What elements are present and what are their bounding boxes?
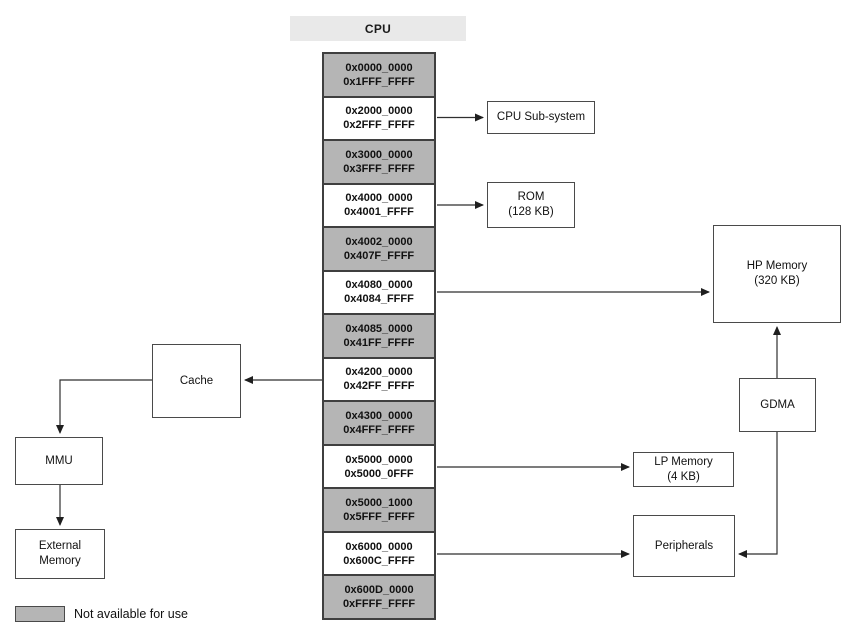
address-end: 0x42FF_FFFF: [343, 380, 415, 393]
connector-gdma-peripherals: [738, 432, 778, 558]
legend-label: Not available for use: [74, 607, 188, 621]
hp-memory-box: HP Memory (320 KB): [713, 225, 841, 323]
gdma-box: GDMA: [739, 378, 816, 432]
cpu-header: CPU: [290, 16, 466, 41]
address-end: 0x3FFF_FFFF: [343, 162, 415, 175]
cpu-header-label: CPU: [364, 21, 392, 36]
address-end: 0x2FFF_FFFF: [343, 119, 415, 132]
address-start: 0x2000_0000: [345, 105, 413, 118]
peripherals-box: Peripherals: [633, 515, 735, 577]
address-start: 0x4000_0000: [345, 192, 413, 205]
address-start: 0x600D_0000: [344, 584, 414, 597]
address-start: 0x0000_0000: [345, 61, 413, 74]
external-memory-label-line2: Memory: [39, 555, 81, 567]
memory-range-row: 0x6000_0000 0x600C_FFFF: [324, 530, 434, 575]
legend: Not available for use: [15, 605, 188, 623]
address-end: 0xFFFF_FFFF: [342, 598, 416, 611]
memory-range-row: 0x3000_0000 0x3FFF_FFFF: [324, 139, 434, 183]
address-start: 0x5000_0000: [345, 453, 413, 466]
memory-range-row: 0x5000_1000 0x5FFF_FFFF: [324, 487, 434, 531]
address-end: 0x5FFF_FFFF: [343, 511, 415, 524]
address-start: 0x4300_0000: [345, 410, 413, 423]
memory-range-row: 0x600D_0000 0xFFFF_FFFF: [324, 574, 434, 618]
mmu-label: MMU: [45, 454, 73, 467]
memory-range-row: 0x0000_0000 0x1FFF_FFFF: [324, 54, 434, 96]
address-end: 0x1FFF_FFFF: [343, 75, 415, 88]
address-start: 0x5000_1000: [345, 497, 413, 510]
mmu-box: MMU: [15, 437, 103, 485]
address-end: 0x407F_FFFF: [343, 249, 415, 262]
address-end: 0x4084_FFFF: [344, 293, 414, 306]
external-memory-box: External Memory: [15, 529, 105, 579]
legend-unavailable-swatch: [15, 606, 65, 622]
address-end: 0x4001_FFFF: [344, 206, 414, 219]
rom-size: (128 KB): [508, 206, 554, 218]
connector-cache-mmu: [56, 379, 152, 434]
address-start: 0x4080_0000: [345, 279, 413, 292]
memory-range-row: 0x2000_0000 0x2FFF_FFFF: [324, 95, 434, 140]
memory-range-row: 0x5000_0000 0x5000_0FFF: [324, 443, 434, 488]
memory-range-row: 0x4085_0000 0x41FF_FFFF: [324, 313, 434, 357]
address-end: 0x41FF_FFFF: [343, 336, 415, 349]
rom-label: ROM: [517, 191, 545, 203]
hp-memory-size: (320 KB): [754, 275, 800, 287]
memory-range-row: 0x4080_0000 0x4084_FFFF: [324, 269, 434, 314]
memory-range-row: 0x4200_0000 0x42FF_FFFF: [324, 356, 434, 401]
peripherals-label: Peripherals: [654, 539, 714, 552]
address-start: 0x4200_0000: [345, 366, 413, 379]
cpu-subsystem-label: CPU Sub-system: [496, 111, 586, 123]
lp-memory-label: LP Memory: [654, 455, 713, 468]
memory-range-row: 0x4002_0000 0x407F_FFFF: [324, 226, 434, 270]
memory-range-row: 0x4300_0000 0x4FFF_FFFF: [324, 400, 434, 444]
address-end: 0x600C_FFFF: [343, 554, 415, 567]
lp-memory-box: LP Memory (4 KB): [633, 452, 734, 487]
cpu-subsystem-box: CPU Sub-system: [487, 101, 595, 134]
hp-memory-label: HP Memory: [746, 260, 808, 272]
address-end: 0x4FFF_FFFF: [343, 424, 415, 437]
gdma-label: GDMA: [760, 398, 795, 411]
address-start: 0x6000_0000: [345, 540, 413, 553]
lp-memory-size: (4 KB): [667, 470, 700, 483]
address-start: 0x4002_0000: [345, 235, 413, 248]
external-memory-label-line1: External: [38, 540, 82, 552]
address-end: 0x5000_0FFF: [344, 467, 414, 480]
address-start: 0x4085_0000: [345, 322, 413, 335]
rom-box: ROM (128 KB): [487, 182, 575, 228]
cache-label: Cache: [179, 374, 214, 387]
memory-range-row: 0x4000_0000 0x4001_FFFF: [324, 182, 434, 227]
address-start: 0x3000_0000: [345, 148, 413, 161]
address-stack: 0x0000_0000 0x1FFF_FFFF 0x2000_0000 0x2F…: [322, 52, 436, 620]
cache-box: Cache: [152, 344, 241, 418]
